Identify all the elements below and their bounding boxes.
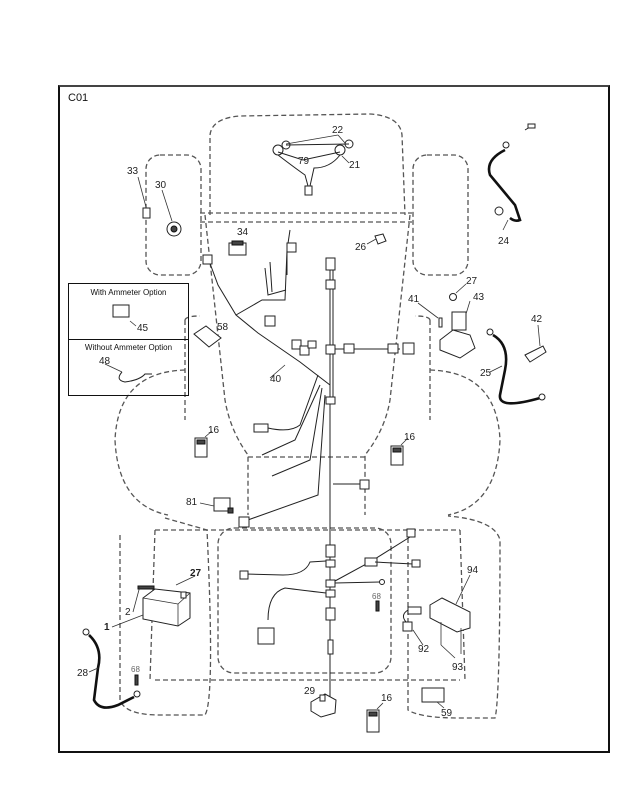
- figure-code: C01: [68, 92, 89, 104]
- callout-22: 22: [332, 125, 344, 136]
- parts-33-30: 33 30: [127, 166, 182, 237]
- callout-2: 2: [125, 607, 131, 618]
- callout-43: 43: [473, 292, 485, 303]
- callout-59: 59: [441, 708, 453, 719]
- battery: 2 27 1: [104, 568, 202, 633]
- part-81-relay: 81: [186, 497, 234, 514]
- part-42-25: 42 25: [480, 314, 547, 405]
- callout-21: 21: [349, 160, 361, 171]
- callout-81: 81: [186, 497, 198, 508]
- relay-16-right: 16: [390, 432, 416, 466]
- screw-68-center: 68: [372, 592, 381, 612]
- callout-16-left: 16: [208, 425, 220, 436]
- callout-28: 28: [77, 668, 89, 679]
- callout-27-top: 27: [466, 276, 478, 287]
- rear-harness: [239, 528, 421, 655]
- callout-79: 79: [298, 156, 310, 167]
- callout-92: 92: [418, 644, 430, 655]
- tractor-outline: [114, 113, 501, 719]
- part-34: 34: [228, 227, 249, 256]
- callout-45: 45: [137, 323, 149, 334]
- callout-58: 58: [217, 322, 229, 333]
- callout-1: 1: [104, 622, 110, 633]
- callout-26: 26: [355, 242, 367, 253]
- callout-68-left: 68: [131, 665, 140, 674]
- options-divider: [69, 339, 188, 340]
- part-58: 58: [193, 322, 229, 348]
- options-box-art: [104, 304, 152, 383]
- main-harness: 40: [202, 229, 415, 715]
- relay-16-bottom: 16: [366, 693, 393, 733]
- callout-24: 24: [498, 236, 510, 247]
- part-26: 26: [355, 233, 387, 253]
- callout-16-right: 16: [404, 432, 416, 443]
- callout-30: 30: [155, 180, 167, 191]
- part-28-cable: 28: [77, 628, 141, 709]
- callout-16-bottom: 16: [381, 693, 393, 704]
- part-59: 59: [421, 687, 453, 719]
- part-24-cable: 24: [487, 123, 536, 247]
- without-ammeter-title: Without Ammeter Option: [84, 343, 173, 352]
- screw-68-left: 68: [131, 665, 140, 686]
- callout-34: 34: [237, 227, 249, 238]
- callout-93: 93: [452, 662, 464, 673]
- callout-40: 40: [270, 374, 282, 385]
- callout-68-center: 68: [372, 592, 381, 601]
- callout-29: 29: [304, 686, 316, 697]
- with-ammeter-title: With Ammeter Option: [90, 288, 167, 297]
- part-29: 29: [304, 686, 337, 718]
- callout-33: 33: [127, 166, 139, 177]
- callout-27-battery: 27: [190, 568, 202, 579]
- callout-25: 25: [480, 368, 492, 379]
- ammeter-options-box: With Ammeter Option 45 Without Ammeter O…: [68, 283, 189, 396]
- callout-94: 94: [467, 565, 479, 576]
- solenoid-assembly: 27 43 41: [408, 276, 485, 359]
- callout-42: 42: [531, 314, 543, 325]
- callout-41: 41: [408, 294, 420, 305]
- callout-48: 48: [99, 356, 111, 367]
- parts-94-92-93: 94 92 93: [402, 565, 479, 673]
- relay-16-left: 16: [194, 425, 220, 458]
- headlight-harness: 22 79 21: [272, 125, 361, 196]
- diagram-frame: [58, 85, 610, 753]
